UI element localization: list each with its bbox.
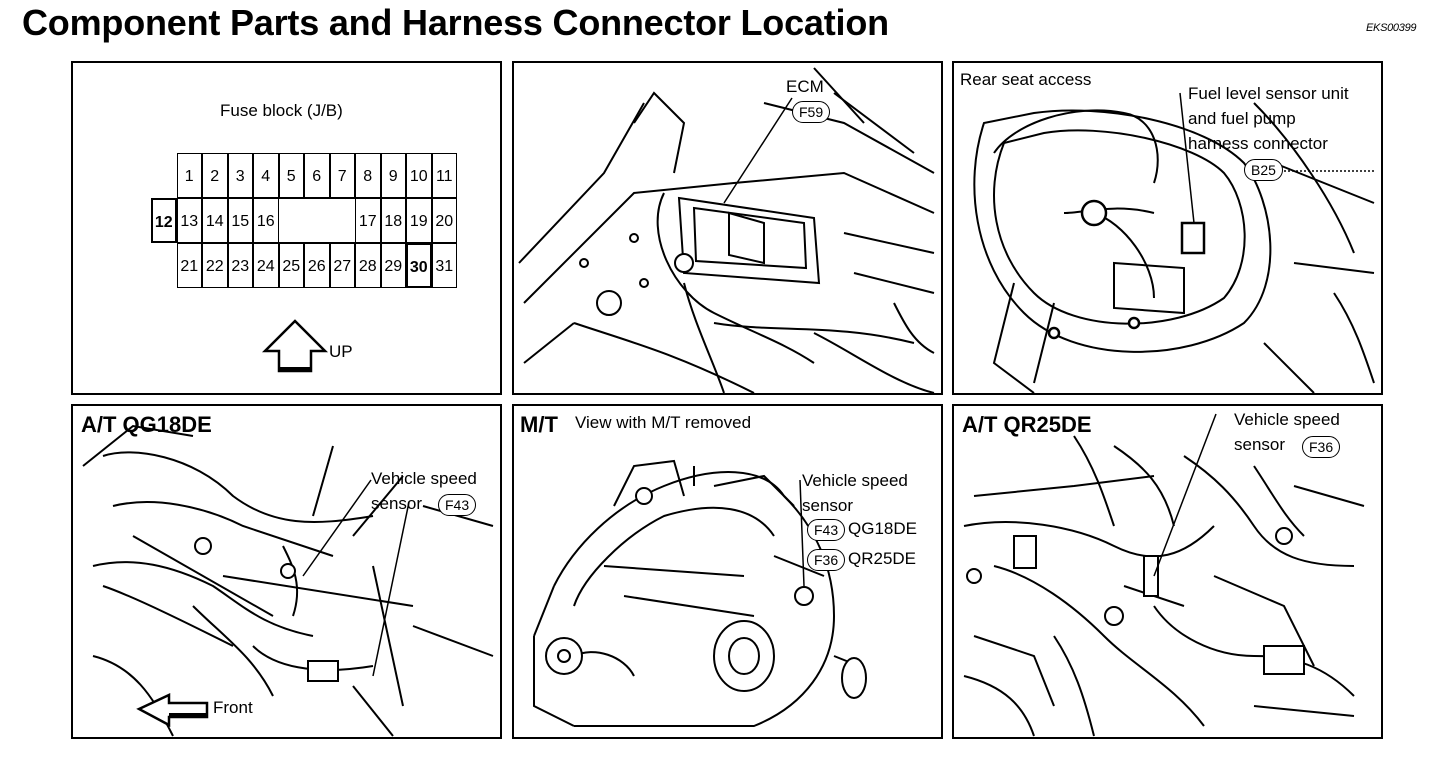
fuel-pump-illustration	[973, 92, 1375, 393]
at-qr25de-sensor-line2: sensor	[1234, 435, 1286, 454]
up-label: UP	[329, 342, 353, 361]
fuse-cell-28: 28	[355, 243, 381, 288]
fuse-cell-8: 8	[355, 153, 381, 198]
fuse-cell-4: 4	[253, 153, 279, 198]
fuse-cell-19: 19	[406, 198, 432, 243]
ecm-label: ECM	[786, 77, 824, 96]
fuse-block-title: Fuse block (J/B)	[220, 101, 343, 120]
fuse-cell-20: 20	[431, 198, 457, 243]
front-label: Front	[213, 698, 253, 717]
fuse-cell-empty	[278, 198, 304, 243]
at-qg18de-connector-badge: F43	[438, 494, 477, 516]
rear-seat-panel: Rear seat access Fuel level sensor unit …	[952, 61, 1383, 395]
fuse-cell-23: 23	[227, 243, 253, 288]
at-qr25de-sensor-line1: Vehicle speed	[1234, 410, 1340, 429]
fuse-cell-13: 13	[176, 198, 202, 243]
ecm-panel: ECM F59	[512, 61, 943, 395]
mt-subheading: View with M/T removed	[575, 413, 752, 432]
fuse-cell-24: 24	[253, 243, 279, 288]
fuse-cell-2: 2	[202, 153, 228, 198]
at-qg18de-heading: A/T QG18DE	[81, 412, 212, 437]
at-qg18de-illustration	[82, 424, 494, 737]
at-qg18de-sensor-line2: sensor	[371, 494, 423, 513]
fuse-cell-14: 14	[202, 198, 228, 243]
fuel-sensor-label-line1: Fuel level sensor unit	[1188, 84, 1349, 103]
fuse-cell-empty	[304, 198, 330, 243]
up-arrow-icon	[261, 319, 329, 373]
ecm-connector-badge: F59	[792, 101, 831, 123]
fuse-cell-25: 25	[278, 243, 304, 288]
mt-heading: M/T	[520, 412, 558, 437]
fuse-cell-27: 27	[329, 243, 355, 288]
mt-sensor-line1: Vehicle speed	[802, 471, 908, 490]
fuse-cell-17: 17	[355, 198, 381, 243]
mt-connector-f43-engine: QG18DE	[848, 519, 917, 538]
fuse-cell-31: 31	[431, 243, 457, 288]
fuse-cell-21: 21	[176, 243, 202, 288]
at-qg18de-panel: A/T QG18DE Vehicle speed sensor F43 Fron…	[71, 404, 502, 739]
fuse-cell-5: 5	[278, 153, 304, 198]
fuel-sensor-label-line3: harness connector	[1188, 134, 1328, 153]
fuse-cell-12: 12	[151, 198, 177, 243]
at-qr25de-illustration	[963, 413, 1365, 737]
fuse-cell-30: 30	[406, 243, 432, 288]
fuse-cell-22: 22	[202, 243, 228, 288]
fuel-sensor-label-line2: and fuel pump	[1188, 109, 1296, 128]
mt-sensor-line2: sensor	[802, 496, 854, 515]
fuse-cell-3: 3	[227, 153, 253, 198]
fuse-cell-10: 10	[406, 153, 432, 198]
mt-connector-f43-badge: F43	[807, 519, 846, 541]
page-title: Component Parts and Harness Connector Lo…	[22, 2, 889, 43]
fuse-cell-6: 6	[304, 153, 330, 198]
fuse-cell-16: 16	[253, 198, 279, 243]
at-qg18de-sensor-line1: Vehicle speed	[371, 469, 477, 488]
fuse-cell-26: 26	[304, 243, 330, 288]
fuse-cell-29: 29	[380, 243, 406, 288]
fuse-cell-18: 18	[380, 198, 406, 243]
at-qr25de-panel: A/T QR25DE Vehicle speed sensor F36	[952, 404, 1383, 739]
mt-connector-f36-badge: F36	[807, 549, 846, 571]
fuse-cell-11: 11	[431, 153, 457, 198]
fuse-cell-9: 9	[380, 153, 406, 198]
fuse-cell-15: 15	[227, 198, 253, 243]
engine-bay-illustration	[518, 67, 935, 393]
mt-connector-f36-engine: QR25DE	[848, 549, 917, 568]
at-qr25de-connector-badge: F36	[1302, 436, 1341, 458]
front-arrow-icon	[136, 693, 209, 728]
manual-transmission-illustration	[533, 459, 867, 727]
mt-panel: M/T View with M/T removed Vehicle speed …	[512, 404, 943, 739]
document-code: EKS00399	[1366, 22, 1417, 34]
rear-seat-heading: Rear seat access	[960, 70, 1092, 89]
fuse-cell-7: 7	[329, 153, 355, 198]
at-qr25de-heading: A/T QR25DE	[962, 412, 1092, 437]
fuse-cell-1: 1	[176, 153, 202, 198]
fuel-sensor-connector-badge: B25	[1244, 159, 1283, 181]
fuse-cell-empty	[329, 198, 355, 243]
